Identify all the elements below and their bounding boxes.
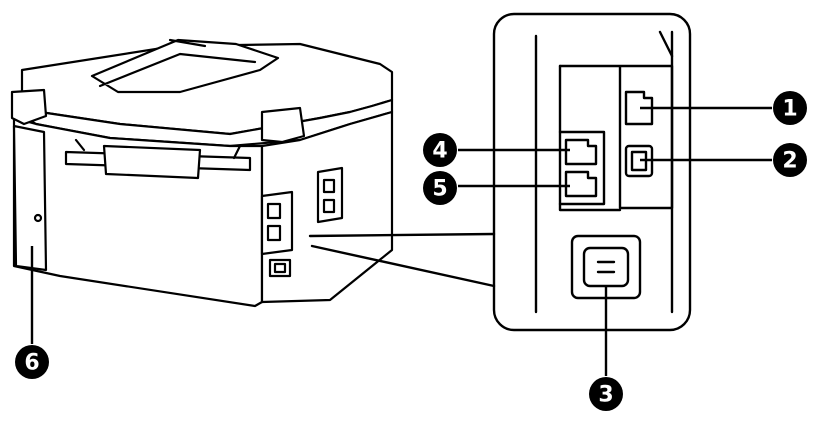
detail-zoom-panel — [308, 12, 692, 332]
callout-1: 1 — [773, 91, 807, 125]
side-connector-block — [316, 166, 344, 224]
callout-1-label: 1 — [782, 97, 797, 122]
zoom-connector-lower — [310, 244, 496, 288]
line-jack — [564, 138, 598, 166]
zoom-frame — [492, 12, 692, 332]
side-port-recess — [260, 190, 294, 256]
left-port-hole — [33, 213, 43, 223]
callout-3: 3 — [589, 377, 623, 411]
callout-2: 2 — [773, 143, 807, 177]
callout-5: 5 — [423, 171, 457, 205]
lan-usb-housing — [558, 64, 674, 210]
callout-circle — [423, 133, 457, 167]
callout-6: 6 — [15, 345, 49, 379]
ext-jack — [564, 170, 598, 198]
left-hinge — [10, 88, 48, 126]
zoom-connector-upper — [308, 232, 496, 238]
callout-6-label: 6 — [24, 351, 39, 376]
callout-circle — [773, 91, 807, 125]
side-port-2 — [266, 224, 282, 242]
callout-5-label: 5 — [432, 177, 447, 202]
callout-circle — [15, 345, 49, 379]
leader-lines — [30, 106, 772, 376]
callout-3-label: 3 — [598, 383, 613, 408]
ethernet-port — [624, 90, 654, 126]
printer-rear-body — [12, 116, 264, 308]
side-port-1 — [266, 202, 282, 220]
rear-handle — [102, 144, 202, 180]
left-side-panel — [12, 124, 48, 272]
callout-4-label: 4 — [432, 139, 447, 164]
callout-circle — [423, 171, 457, 205]
right-hinge — [260, 106, 306, 144]
callout-2-label: 2 — [782, 149, 797, 174]
callout-circle — [589, 377, 623, 411]
printer-illustration — [10, 38, 394, 308]
callout-4: 4 — [423, 133, 457, 167]
callout-circle — [773, 143, 807, 177]
